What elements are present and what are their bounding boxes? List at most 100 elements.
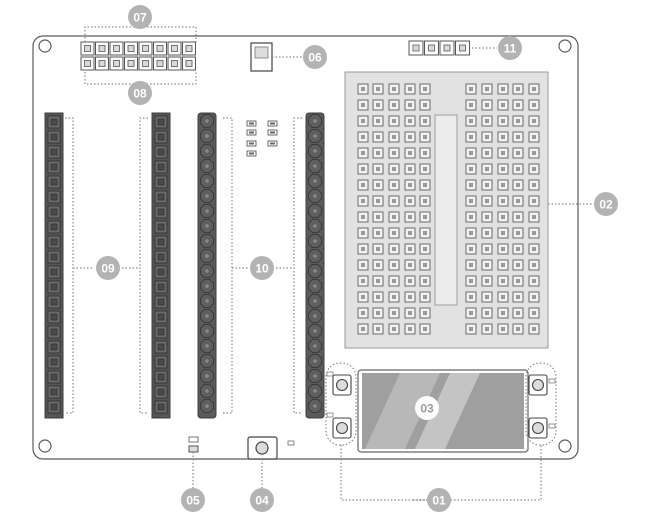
breadboard-hole-contact <box>423 295 427 299</box>
female-socket-hole <box>50 193 58 201</box>
male-pin <box>313 224 317 228</box>
smd-component-body <box>249 142 254 145</box>
push-button-cap <box>335 421 349 435</box>
mounting-hole-bottom-left <box>38 439 52 453</box>
male-header-column-1 <box>197 112 217 419</box>
breadboard-hole-contact <box>469 199 473 203</box>
breadboard-hole-contact <box>469 151 473 155</box>
breadboard-hole-contact <box>516 103 520 107</box>
breadboard-hole-contact <box>361 199 365 203</box>
breadboard-hole-contact <box>469 119 473 123</box>
male-pin <box>313 194 317 198</box>
male-pin <box>313 389 317 393</box>
breadboard-hole-contact <box>408 295 412 299</box>
breadboard-hole-contact <box>376 167 380 171</box>
male-pin <box>205 164 209 168</box>
mounting-hole-top-right <box>558 39 572 53</box>
breadboard-hole-contact <box>376 103 380 107</box>
breadboard-hole-contact <box>408 183 412 187</box>
breadboard-hole-contact <box>423 103 427 107</box>
female-socket-hole <box>157 373 165 381</box>
breadboard-hole-contact <box>501 87 505 91</box>
breadboard-hole-contact <box>408 151 412 155</box>
header-pin-hole <box>127 45 135 52</box>
smd-component-body <box>249 131 254 134</box>
breadboard-hole-contact <box>501 311 505 315</box>
breadboard-hole-contact <box>501 231 505 235</box>
mounting-hole-bottom-right <box>558 439 572 453</box>
breadboard-hole-contact <box>501 183 505 187</box>
male-pin <box>313 404 317 408</box>
breadboard-hole-contact <box>516 327 520 331</box>
svg-text:02: 02 <box>599 198 613 212</box>
header-pin-hole <box>171 45 178 52</box>
callout-10: 10 <box>250 256 274 280</box>
breadboard-hole-contact <box>361 167 365 171</box>
push-button-resistor <box>548 378 556 384</box>
breadboard-hole-contact <box>516 231 520 235</box>
breadboard-hole-contact <box>423 183 427 187</box>
breadboard-hole-contact <box>485 231 489 235</box>
male-pin <box>313 269 317 273</box>
breadboard-hole-contact <box>392 103 396 107</box>
svg-text:07: 07 <box>133 11 147 25</box>
breadboard-hole-contact <box>408 247 412 251</box>
female-socket-hole <box>157 163 165 171</box>
breadboard-hole-contact <box>361 215 365 219</box>
breadboard-hole-contact <box>532 119 536 123</box>
callouts: 01 02 03 04 05 06 07 08 <box>96 5 618 512</box>
breadboard-hole-contact <box>469 183 473 187</box>
breadboard-hole-contact <box>392 119 396 123</box>
male-pin <box>205 194 209 198</box>
breadboard-hole-contact <box>392 199 396 203</box>
header-pin-hole <box>156 60 164 67</box>
female-socket-hole <box>50 313 58 321</box>
svg-text:06: 06 <box>308 51 322 65</box>
breadboard-hole-contact <box>361 135 365 139</box>
female-socket-hole <box>50 133 58 141</box>
breadboard-hole-contact <box>516 167 520 171</box>
display-glare-2 <box>415 373 480 449</box>
breadboard-hole-contact <box>423 119 427 123</box>
male-pin <box>313 254 317 258</box>
breadboard-hole-contact <box>392 215 396 219</box>
breadboard-hole-contact <box>376 151 380 155</box>
female-socket-hole <box>157 343 165 351</box>
female-header-column-1 <box>44 112 64 419</box>
breadboard-hole-contact <box>361 119 365 123</box>
breadboard-hole-contact <box>392 231 396 235</box>
male-pin <box>205 134 209 138</box>
male-pin <box>205 404 209 408</box>
male-pin <box>313 239 317 243</box>
breadboard-hole-contact <box>532 167 536 171</box>
breadboard-hole-contact <box>392 247 396 251</box>
breadboard-hole-contact <box>376 295 380 299</box>
breadboard-hole-contact <box>392 311 396 315</box>
small-header-pin-hole <box>428 44 435 52</box>
callout-06: 06 <box>303 45 327 69</box>
breadboard-hole-contact <box>485 119 489 123</box>
female-socket-hole <box>157 148 165 156</box>
breadboard-hole-contact <box>485 279 489 283</box>
svg-text:05: 05 <box>186 494 200 508</box>
breadboard-hole-contact <box>516 247 520 251</box>
breadboard-hole-contact <box>501 247 505 251</box>
mounting-holes <box>38 39 572 453</box>
breadboard-hole-contact <box>516 263 520 267</box>
header-pin-hole <box>113 45 120 52</box>
header-pin-hole <box>185 45 193 52</box>
top-dual-header <box>80 41 196 71</box>
breadboard-hole-contact <box>408 327 412 331</box>
breadboard-hole-contact <box>423 167 427 171</box>
smd-component-body <box>270 142 275 145</box>
breadboard-hole-contact <box>485 327 489 331</box>
breadboard-hole-contact <box>423 231 427 235</box>
svg-text:09: 09 <box>101 262 115 276</box>
male-pin <box>313 314 317 318</box>
female-socket-hole <box>157 358 165 366</box>
svg-text:01: 01 <box>432 494 446 508</box>
breadboard-hole-contact <box>376 263 380 267</box>
breadboard-hole-contact <box>392 263 396 267</box>
female-socket-hole <box>157 133 165 141</box>
male-pin <box>205 389 209 393</box>
